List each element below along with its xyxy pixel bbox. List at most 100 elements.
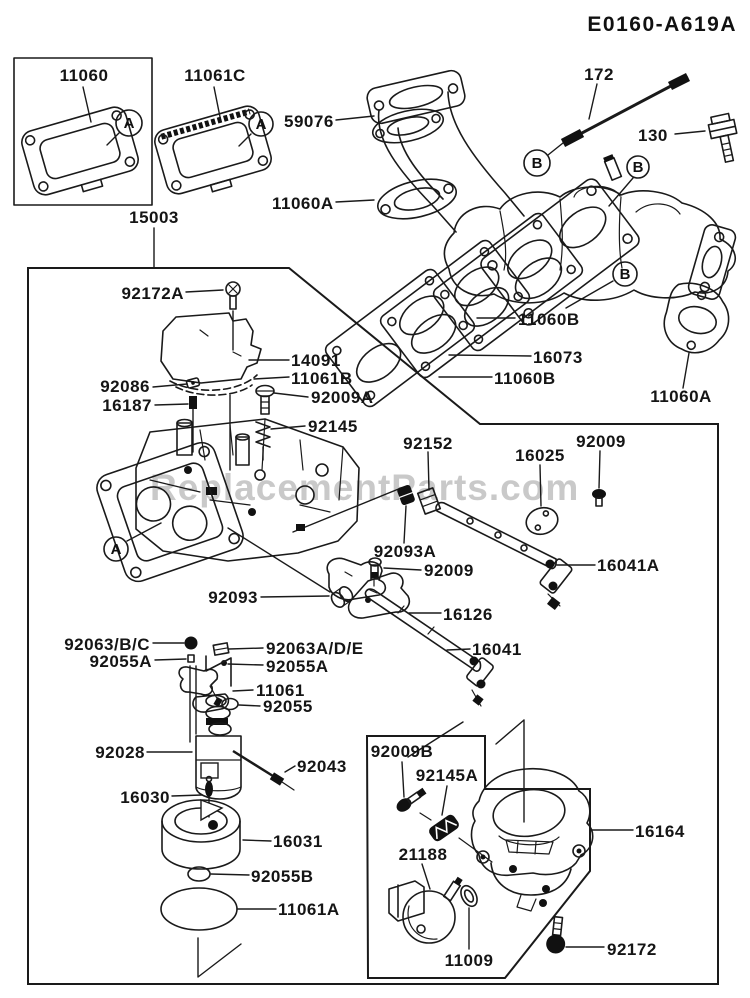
sub-assembly-box-16164 — [365, 735, 591, 979]
part-label-15003: 15003 — [129, 208, 179, 227]
collar-92152 — [416, 487, 442, 515]
part-label-16031: 16031 — [273, 832, 323, 851]
oring-11061a — [160, 887, 238, 931]
callout-b-3-label: B — [620, 266, 631, 283]
callout-b-1-label: B — [532, 155, 543, 172]
part-label-16041: 16041 — [472, 640, 522, 659]
gasket-11060b-top — [432, 212, 584, 352]
bolt-92172 — [546, 915, 566, 954]
runner-ribs — [499, 185, 681, 271]
part-label-11009: 11009 — [445, 951, 494, 970]
bolt-130 — [707, 112, 738, 163]
part-label-92063ade: 92063A/D/E — [266, 639, 364, 658]
carb-body-lines — [149, 418, 344, 513]
plate-16025 — [525, 506, 559, 536]
gasket-11060a-left — [377, 178, 457, 220]
part-label-92055: 92055 — [263, 697, 313, 716]
bracket-16126 — [326, 557, 411, 619]
part-label-11060a-right: 11060A — [650, 387, 712, 406]
oring-92055 — [221, 697, 239, 711]
part-labels: E0160-A619A 11060 11061C 59076 172 130 1… — [60, 13, 737, 970]
manifold-flange — [480, 178, 640, 326]
part-label-11061b: 11061B — [291, 369, 353, 388]
float-16031 — [161, 798, 241, 870]
carburetor-cluster — [96, 281, 360, 583]
part-label-92152: 92152 — [403, 434, 453, 453]
part-label-92172a: 92172A — [121, 284, 184, 303]
clip-92086 — [185, 377, 201, 389]
part-label-92009-top: 92009 — [576, 432, 626, 451]
part-label-16126: 16126 — [443, 605, 493, 624]
gasket-11060b-bottom — [324, 268, 476, 408]
nut-92093a — [397, 484, 415, 506]
zigzag-line — [205, 655, 232, 687]
part-label-16030: 16030 — [120, 788, 170, 807]
part-label-92172: 92172 — [607, 940, 657, 959]
part-label-16025: 16025 — [515, 446, 565, 465]
choke-shaft-16041a — [435, 501, 573, 611]
part-label-172: 172 — [584, 65, 614, 84]
part-label-92145a: 92145A — [416, 766, 479, 785]
callout-a-2: A — [248, 111, 274, 137]
part-label-92093: 92093 — [208, 588, 258, 607]
carburetor-assembly-box — [27, 267, 719, 985]
valve-11061 — [178, 666, 230, 713]
solenoid-21188 — [388, 876, 463, 944]
part-label-16164: 16164 — [635, 822, 685, 841]
callout-a-3-label: A — [111, 541, 122, 558]
insulator-sub-assembly — [388, 767, 594, 954]
callouts: A A A B B B — [103, 109, 650, 562]
drop-lines — [189, 665, 197, 743]
part-label-92086: 92086 — [100, 377, 150, 396]
outlet-flange — [687, 224, 737, 300]
callout-b-2-label: B — [633, 159, 644, 176]
runner-tube — [377, 91, 525, 233]
rod-92043 — [232, 749, 295, 791]
part-label-92043: 92043 — [297, 757, 347, 776]
gasket-11060a-right — [663, 282, 730, 354]
screw-92009a — [255, 384, 275, 415]
clip-92063ade — [212, 642, 230, 656]
float-pump-column — [160, 636, 295, 931]
part-label-92055b: 92055B — [251, 867, 314, 886]
carb-body-outline — [135, 418, 360, 562]
inset-box-11060 — [13, 57, 153, 206]
intake-manifold — [324, 69, 738, 408]
callout-b-1: B — [523, 149, 551, 177]
cover-14091 — [160, 312, 262, 384]
screw-92172a — [225, 281, 241, 351]
part-label-16041a: 16041A — [597, 556, 660, 575]
oring-92055b — [187, 866, 211, 882]
part-label-11060b-top: 11060B — [518, 310, 580, 329]
callout-a-2-label: A — [256, 116, 267, 133]
callout-b-3: B — [612, 261, 638, 287]
callout-a-3: A — [103, 536, 129, 562]
carb-mount-flange — [96, 441, 244, 583]
runner-flange — [366, 69, 466, 125]
linkage-group — [326, 484, 606, 707]
stud-172 — [562, 75, 689, 145]
serrated-edge — [160, 108, 251, 140]
corner-mark — [197, 937, 242, 978]
gasket-11061b — [169, 374, 258, 396]
screw-92063bc — [184, 636, 198, 650]
diagram-code: E0160-A619A — [587, 13, 737, 36]
gasket-11009 — [460, 884, 478, 908]
part-label-92009-mid: 92009 — [424, 561, 474, 580]
carb-leader-diagonals — [126, 487, 402, 593]
callout-b-2: B — [626, 155, 650, 179]
part-label-92055a-left: 92055A — [89, 652, 152, 671]
part-label-59076: 59076 — [284, 112, 334, 131]
stud-172-threads — [560, 72, 691, 147]
part-label-11061: 11061 — [256, 681, 305, 700]
part-label-11060: 11060 — [60, 66, 109, 85]
callout-a-1: A — [115, 109, 143, 137]
part-label-16187: 16187 — [102, 396, 152, 415]
screw-92009-top — [592, 489, 606, 507]
bushing-92093 — [330, 586, 354, 608]
part-label-92028: 92028 — [95, 743, 145, 762]
screw-92009b — [396, 787, 427, 812]
insulator-pointer-lines — [407, 719, 525, 823]
plenum-body — [443, 186, 737, 304]
